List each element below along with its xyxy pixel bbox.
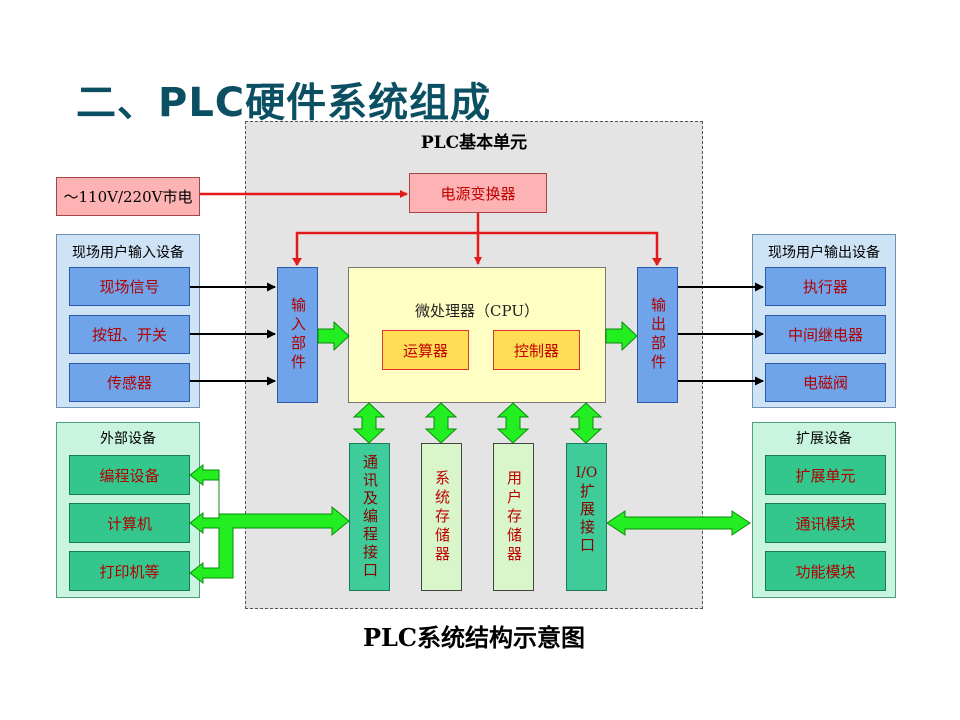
input-devices-label: 现场用户输入设备: [72, 245, 184, 261]
user-memory-label: 用户存储器: [505, 469, 523, 565]
output-item-solenoid-valve: 电磁阀: [765, 363, 886, 402]
io-expansion-label: 扩展接口: [578, 483, 596, 555]
power-lines: [200, 190, 662, 266]
output-unit: 输出部件: [637, 267, 678, 403]
output-item-relay: 中间继电器: [765, 315, 886, 354]
page-title: 二、PLC硬件系统组成: [76, 80, 492, 126]
io-expansion-io-label: I/O: [575, 465, 598, 481]
mains-power-box: ～110V/220V市电: [56, 177, 200, 216]
external-devices-label: 外部设备: [100, 431, 156, 447]
external-item-printer: 打印机等: [69, 551, 190, 591]
comm-programming-interface: 通讯及编程接口: [349, 443, 390, 591]
plc-basic-unit-label: PLC基本单元: [420, 133, 528, 153]
io-expansion-interface: I/O 扩展接口: [566, 443, 607, 591]
system-memory-label: 系统存储器: [433, 469, 451, 565]
input-item-sensor: 传感器: [69, 363, 190, 402]
alu-box: 运算器: [382, 330, 469, 370]
controller-box: 控制器: [493, 330, 580, 370]
diagram-caption: PLC系统结构示意图: [362, 623, 586, 652]
input-item-button-switch: 按钮、开关: [69, 315, 190, 354]
output-devices-label: 现场用户输出设备: [768, 245, 880, 261]
system-memory: 系统存储器: [421, 443, 462, 591]
external-item-computer: 计算机: [69, 503, 190, 543]
data-bus-arrows: [189, 320, 751, 585]
external-item-programming-device: 编程设备: [69, 455, 190, 495]
input-item-field-signal: 现场信号: [69, 267, 190, 306]
output-unit-label: 输出部件: [649, 297, 667, 373]
output-item-actuator: 执行器: [765, 267, 886, 306]
cpu-label: 微处理器（CPU）: [415, 302, 539, 320]
expansion-item-expansion-unit: 扩展单元: [765, 455, 886, 495]
user-memory: 用户存储器: [493, 443, 534, 591]
signal-arrows: [190, 282, 764, 386]
expansion-item-function-module: 功能模块: [765, 551, 886, 591]
expansion-devices-label: 扩展设备: [796, 431, 852, 447]
input-unit-label: 输入部件: [289, 297, 307, 373]
power-converter-box: 电源变换器: [409, 173, 547, 213]
comm-programming-interface-label: 通讯及编程接口: [361, 454, 379, 580]
expansion-item-comm-module: 通讯模块: [765, 503, 886, 543]
